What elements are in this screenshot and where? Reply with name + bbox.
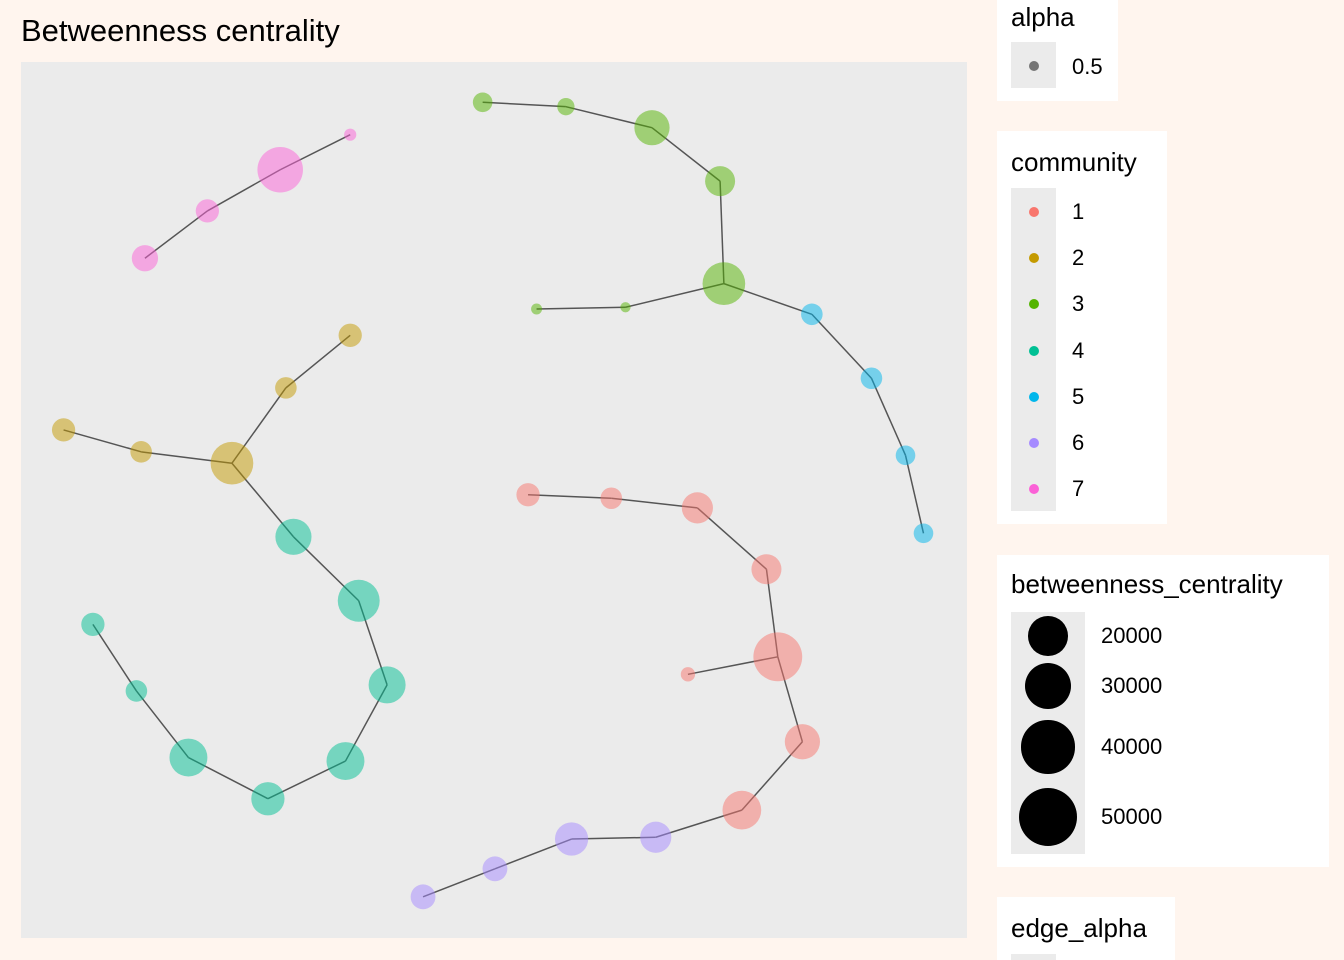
edge-a1-a2 xyxy=(482,101,566,108)
legend-betweenness-dot-40000 xyxy=(1021,720,1075,774)
edge-d1-d2 xyxy=(285,334,351,389)
node-f5 xyxy=(753,632,803,682)
edge-b2-b3 xyxy=(870,377,907,456)
legend-community-label-3: 3 xyxy=(1072,291,1085,317)
node-e8 xyxy=(81,612,105,637)
node-a7 xyxy=(620,302,631,313)
legend-betweenness-label-20000: 20000 xyxy=(1101,623,1163,648)
node-b3 xyxy=(895,445,916,466)
node-e3 xyxy=(368,666,406,704)
legend-community-label-7: 7 xyxy=(1072,476,1085,502)
node-c1 xyxy=(344,128,357,141)
legend-alpha: alpha 0.5 xyxy=(997,0,1118,101)
legend-community-label-1: 1 xyxy=(1072,199,1085,224)
legend-betweenness-dot-50000 xyxy=(1018,787,1078,847)
edge-f1-f2 xyxy=(528,493,612,499)
legend-community-title: community xyxy=(1011,147,1137,177)
node-f8 xyxy=(722,790,762,830)
legend-community-dot-5 xyxy=(1028,391,1039,402)
nodes-layer xyxy=(51,92,934,910)
node-b1 xyxy=(801,303,823,326)
node-e4 xyxy=(326,742,365,780)
node-d1 xyxy=(338,323,362,347)
legend-edge-alpha-title: edge_alpha xyxy=(1011,913,1147,943)
node-e7 xyxy=(125,680,148,702)
legend-edge-alpha-key xyxy=(1011,954,1056,960)
node-b2 xyxy=(860,367,883,390)
legend-betweenness-label-30000: 30000 xyxy=(1101,673,1163,698)
node-a5 xyxy=(702,262,746,305)
legend-community: community 1 2 3 4 5 6 7 xyxy=(997,131,1167,524)
legend-community-dot-3 xyxy=(1028,299,1039,310)
node-g4 xyxy=(410,884,436,910)
legend-community-dot-2 xyxy=(1028,253,1039,264)
node-f3 xyxy=(681,492,713,524)
legend-community-dot-1 xyxy=(1028,207,1039,217)
node-c4 xyxy=(131,245,159,272)
legend-alpha-dot xyxy=(1029,61,1039,71)
legend-community-label-5: 5 xyxy=(1072,383,1085,409)
legend-community-dot-6 xyxy=(1028,438,1039,448)
node-d2 xyxy=(275,377,297,399)
legend-community-dot-4 xyxy=(1028,345,1039,356)
node-f6 xyxy=(680,667,696,682)
node-e2 xyxy=(337,579,380,622)
node-f4 xyxy=(751,554,782,585)
node-a1 xyxy=(472,92,493,113)
node-e1 xyxy=(275,518,312,555)
node-e5 xyxy=(251,782,285,816)
node-c3 xyxy=(195,199,220,223)
legend-community-label-6: 6 xyxy=(1072,430,1085,455)
legend-betweenness-label-40000: 40000 xyxy=(1101,734,1163,759)
legend-alpha-label: 0.5 xyxy=(1072,54,1103,79)
legend-edge-alpha: edge_alpha xyxy=(997,897,1175,960)
node-a6 xyxy=(531,303,543,315)
plot-panel xyxy=(21,62,967,938)
node-c2 xyxy=(257,146,303,193)
edge-b1-b2 xyxy=(811,313,873,379)
edge-e7-e8 xyxy=(92,623,138,692)
node-b4 xyxy=(913,523,934,544)
chart-title: Betweenness centrality xyxy=(21,13,340,48)
legend-community-dot-7 xyxy=(1028,484,1039,495)
node-g3 xyxy=(482,856,508,882)
legend-alpha-title: alpha xyxy=(1011,2,1075,32)
legend-betweenness: betweenness_centrality 20000 30000 40000 50… xyxy=(997,555,1329,867)
node-f7 xyxy=(784,724,820,760)
legend-betweenness-title: betweenness_centrality xyxy=(1011,569,1283,599)
node-a4 xyxy=(705,166,736,197)
legend-betweenness-dot-20000 xyxy=(1028,616,1068,656)
node-d4 xyxy=(130,441,152,463)
legend-community-label-2: 2 xyxy=(1072,245,1085,271)
node-e6 xyxy=(169,738,208,777)
node-d5 xyxy=(51,418,76,442)
node-a3 xyxy=(634,110,670,146)
edge-d4-d5 xyxy=(63,429,142,453)
node-f1 xyxy=(516,483,540,507)
legend-betweenness-label-50000: 50000 xyxy=(1101,804,1163,829)
node-g2 xyxy=(554,822,589,856)
edge-g3-g4 xyxy=(422,868,496,898)
legend-betweenness-dot-30000 xyxy=(1024,662,1072,710)
edge-b3-b4 xyxy=(904,455,925,534)
node-a2 xyxy=(557,98,575,116)
legend-alpha-key xyxy=(1011,42,1056,88)
node-g1 xyxy=(640,821,672,853)
edge-a7-a6 xyxy=(536,306,626,310)
legend-community-label-4: 4 xyxy=(1072,337,1085,363)
node-f2 xyxy=(600,487,623,510)
node-d3 xyxy=(210,441,254,485)
